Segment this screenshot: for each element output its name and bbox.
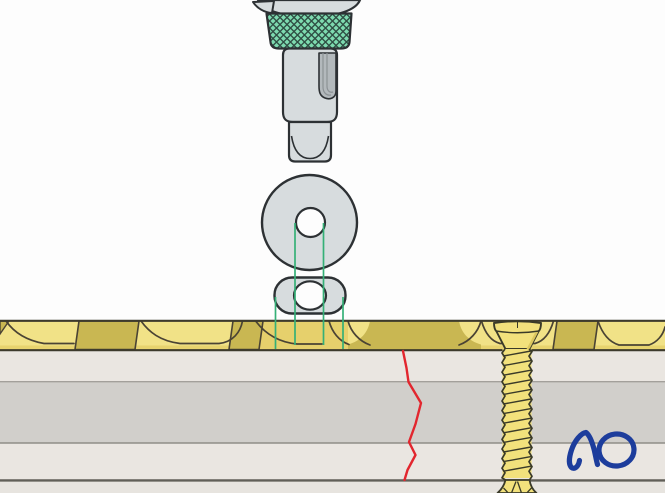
washer-assembly <box>260 173 359 315</box>
bottom-cortex-band <box>0 481 665 493</box>
ao-logo-letter-o <box>596 431 637 469</box>
washer-side-hole <box>292 280 328 311</box>
instrument-tip <box>287 120 333 163</box>
bone-cross-section <box>0 319 665 493</box>
lag-screw <box>493 320 542 493</box>
screw-tip <box>496 479 538 493</box>
ao-logo: AO <box>566 429 637 471</box>
screw-head <box>493 320 542 350</box>
tip-bore-arc <box>290 135 330 160</box>
cancellous-band-upper <box>0 350 665 382</box>
fracture-line <box>401 349 423 482</box>
cortical-band <box>0 319 665 352</box>
insertion-instrument <box>252 0 362 163</box>
ao-logo-letter-a <box>566 429 601 471</box>
cancellous-band-lower <box>0 443 665 481</box>
knurled-grip <box>265 12 353 50</box>
washer-top-hole <box>294 206 327 239</box>
alignment-guide-lines <box>274 223 344 349</box>
cancellous-band-middle <box>0 382 665 443</box>
